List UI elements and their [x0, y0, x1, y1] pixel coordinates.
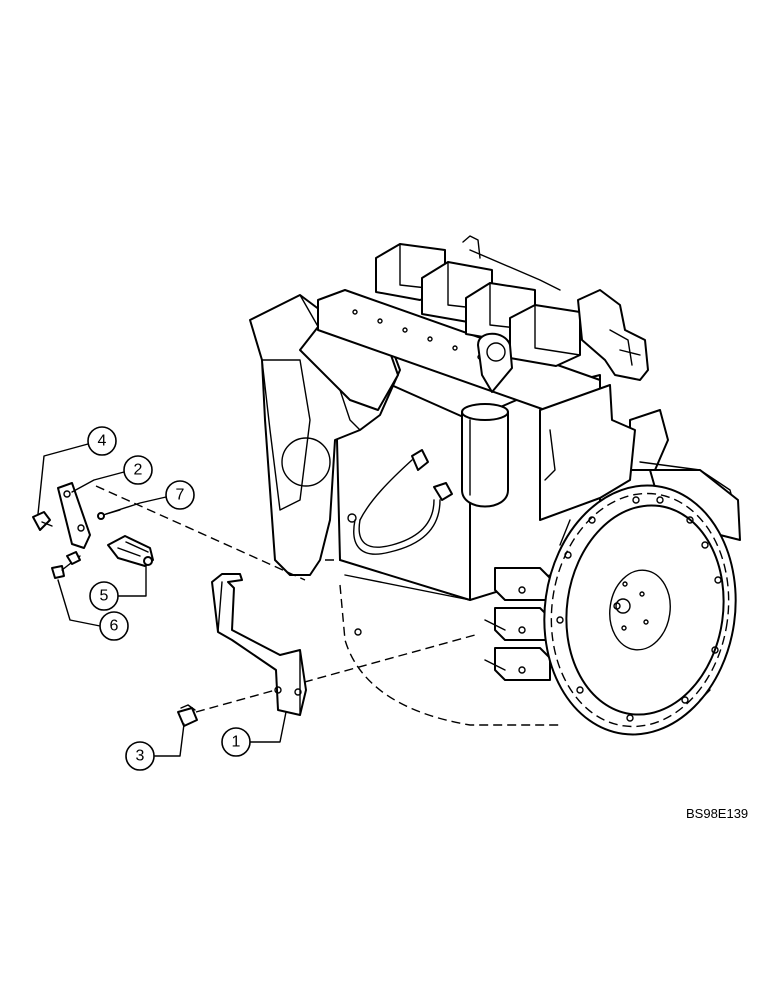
callout-2-label: 2 [134, 462, 143, 479]
callout-5-label: 5 [100, 588, 109, 605]
callout-7-label: 7 [176, 487, 185, 504]
callout-5: 5 [89, 581, 119, 611]
drawing-code: BS98E139 [686, 806, 748, 821]
callout-1: 1 [221, 727, 251, 757]
callout-leaders [37, 443, 287, 757]
part-1-mounting-bracket [211, 573, 307, 716]
fuel-filter [461, 403, 509, 508]
callout-6: 6 [99, 611, 129, 641]
oil-pan-outline [339, 584, 560, 726]
callout-4-label: 4 [98, 433, 107, 450]
flywheel-housing [543, 484, 737, 736]
part-2-plate-bracket [57, 482, 91, 549]
alignment-line-bolt [195, 634, 476, 713]
alternator-bracket [577, 289, 649, 381]
callout-3: 3 [125, 741, 155, 771]
injector-pumps [375, 243, 581, 367]
part-4-bolt [32, 511, 53, 531]
wiring-harness [353, 499, 441, 555]
callout-2: 2 [123, 455, 153, 485]
part-5-clamp [107, 535, 154, 567]
part-3-flange-bolt [177, 704, 198, 727]
pulley-opening [281, 437, 331, 487]
callout-7: 7 [165, 480, 195, 510]
engine-mount-blocks [484, 567, 551, 681]
alignment-line-bracket [95, 485, 306, 581]
part-6-bolt [51, 551, 81, 579]
callout-3-label: 3 [136, 748, 145, 765]
callout-4: 4 [87, 426, 117, 456]
engine-assembly [249, 235, 741, 736]
callout-6-label: 6 [110, 618, 119, 635]
callout-1-label: 1 [232, 734, 241, 751]
part-7-screw [97, 509, 121, 520]
